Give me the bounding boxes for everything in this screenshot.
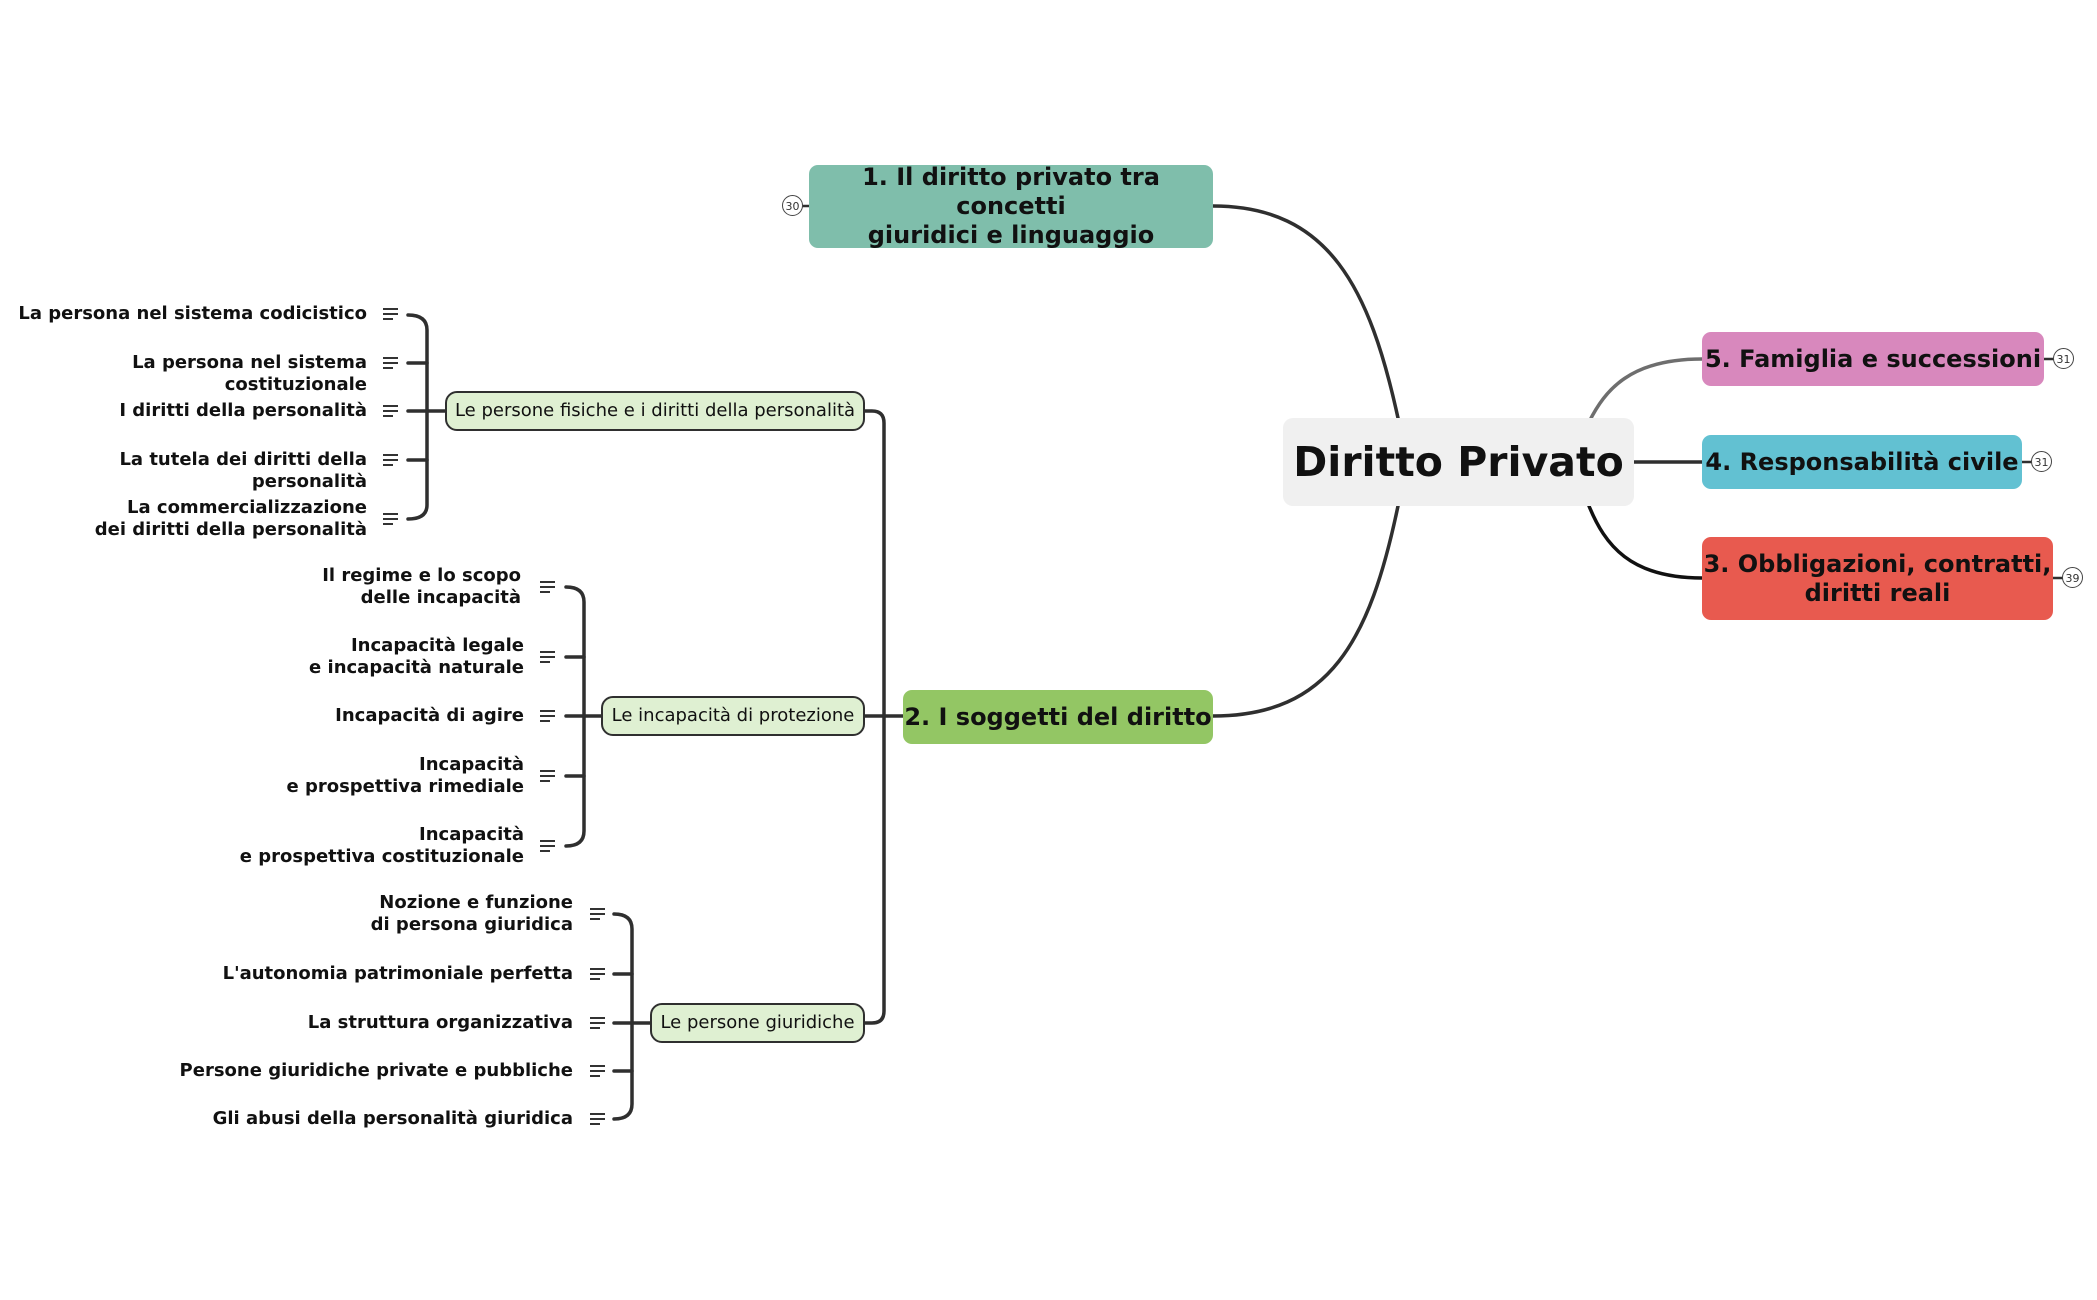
- notes-icon[interactable]: [540, 770, 555, 782]
- notes-icon[interactable]: [383, 513, 398, 525]
- leaf-persona-sistema-codicistico[interactable]: La persona nel sistema codicistico: [18, 303, 367, 324]
- leaf-private-pubbliche[interactable]: Persone giuridiche private e pubbliche: [179, 1060, 573, 1081]
- notes-icon[interactable]: [383, 308, 398, 320]
- subtopic-incapacita-protezione[interactable]: Le incapacità di protezione: [601, 696, 865, 736]
- leaf-persona-sistema-costituzionale[interactable]: La persona nel sistema costituzionale: [132, 352, 367, 395]
- notes-icon[interactable]: [540, 710, 555, 722]
- subtopic-persone-fisiche[interactable]: Le persone fisiche e i diritti della per…: [445, 391, 865, 431]
- leaf-abusi-personalita[interactable]: Gli abusi della personalità giuridica: [212, 1108, 573, 1129]
- branch-5-count-badge[interactable]: 31: [2053, 348, 2074, 369]
- leaf-nozione-funzione[interactable]: Nozione e funzione di persona giuridica: [370, 892, 573, 935]
- leaf-prospettiva-costituzionale[interactable]: Incapacità e prospettiva costituzionale: [239, 824, 524, 867]
- notes-icon[interactable]: [590, 908, 605, 920]
- leaf-autonomia-patrimoniale[interactable]: L'autonomia patrimoniale perfetta: [222, 963, 573, 984]
- notes-icon[interactable]: [590, 1113, 605, 1125]
- notes-icon[interactable]: [383, 405, 398, 417]
- subtopic-persone-giuridiche[interactable]: Le persone giuridiche: [650, 1003, 865, 1043]
- branch-obbligazioni-contratti[interactable]: 3. Obbligazioni, contratti, diritti real…: [1702, 537, 2053, 620]
- notes-icon[interactable]: [383, 357, 398, 369]
- branch-famiglia-successioni[interactable]: 5. Famiglia e successioni: [1702, 332, 2044, 386]
- branch-3-count-badge[interactable]: 39: [2062, 567, 2083, 588]
- branch-4-count-badge[interactable]: 31: [2031, 451, 2052, 472]
- leaf-diritti-personalita[interactable]: I diritti della personalità: [119, 400, 367, 421]
- leaf-incapacita-di-agire[interactable]: Incapacità di agire: [335, 705, 524, 726]
- notes-icon[interactable]: [540, 581, 555, 593]
- leaf-commercializzazione-diritti[interactable]: La commercializzazione dei diritti della…: [94, 497, 367, 540]
- notes-icon[interactable]: [590, 1017, 605, 1029]
- notes-icon[interactable]: [540, 840, 555, 852]
- notes-icon[interactable]: [590, 968, 605, 980]
- notes-icon[interactable]: [590, 1065, 605, 1077]
- branch-diritto-privato-concetti[interactable]: 1. Il diritto privato tra concetti giuri…: [809, 163, 1213, 249]
- branch-1-count-badge[interactable]: 30: [782, 195, 803, 216]
- notes-icon[interactable]: [383, 454, 398, 466]
- branch-soggetti-del-diritto[interactable]: 2. I soggetti del diritto: [903, 690, 1213, 744]
- leaf-incapacita-legale-naturale[interactable]: Incapacità legale e incapacità naturale: [309, 635, 524, 678]
- leaf-prospettiva-rimediale[interactable]: Incapacità e prospettiva rimediale: [286, 754, 524, 797]
- notes-icon[interactable]: [540, 651, 555, 663]
- leaf-regime-scopo-incapacita[interactable]: Il regime e lo scopo delle incapacità: [322, 565, 521, 608]
- branch-responsabilita-civile[interactable]: 4. Responsabilità civile: [1702, 435, 2022, 489]
- leaf-struttura-organizzativa[interactable]: La struttura organizzativa: [307, 1012, 573, 1033]
- leaf-tutela-diritti-personalita[interactable]: La tutela dei diritti della personalità: [119, 449, 367, 492]
- central-topic[interactable]: Diritto Privato: [1283, 418, 1634, 506]
